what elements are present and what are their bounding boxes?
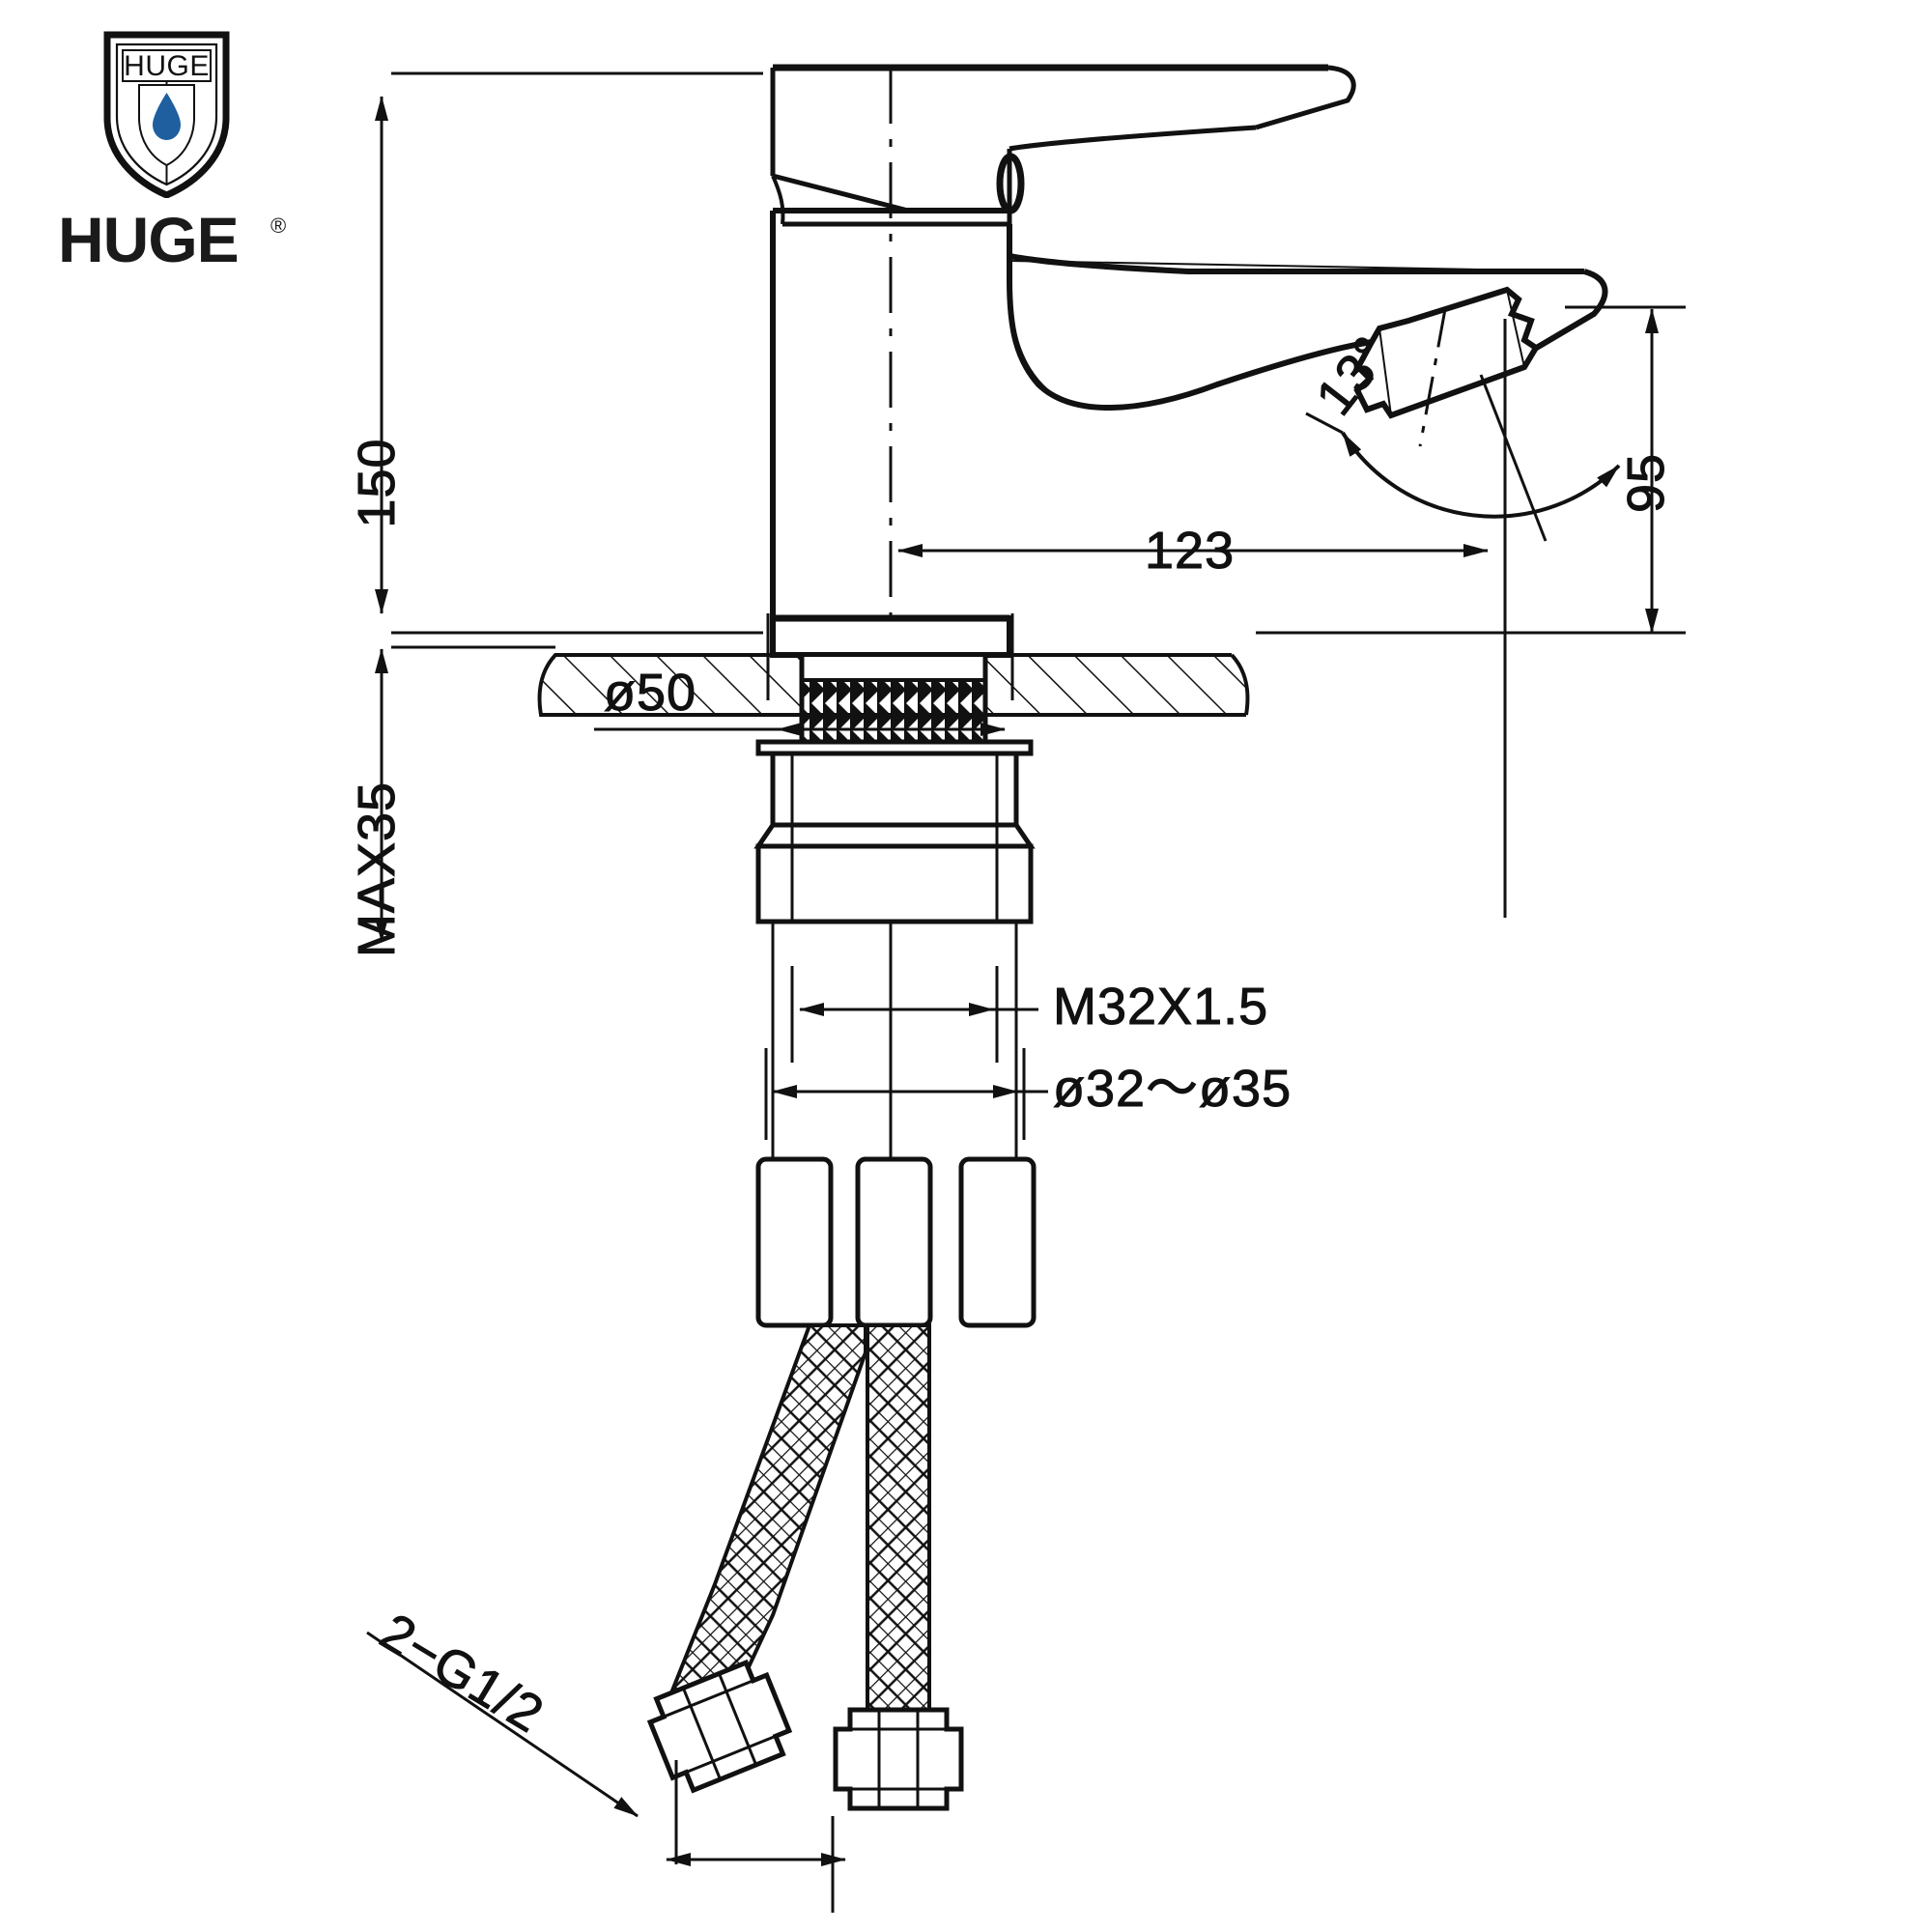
spout	[1007, 253, 1608, 411]
lever-handle	[770, 64, 1356, 227]
brand-logo: HUGE HUGE ®	[58, 29, 348, 309]
escutcheon-base	[770, 614, 1012, 658]
dimension-height-150	[375, 71, 763, 635]
dimension-label-2g12: 2−G1/2	[371, 1603, 554, 1745]
shield-icon: HUGE	[103, 31, 230, 198]
dimension-label-d50: ø50	[604, 664, 696, 722]
dimension-label-d32-d35: ø32～ø35	[1053, 1060, 1292, 1118]
svg-text:HUGE: HUGE	[58, 208, 239, 275]
brand-wordmark: HUGE ®	[58, 208, 286, 275]
shield-wordmark: HUGE	[124, 50, 210, 82]
hose-nuts	[646, 1659, 964, 1811]
dimension-label-150: 150	[348, 438, 406, 527]
dimension-base-d50	[594, 613, 1014, 736]
dimension-label-123: 123	[1145, 522, 1235, 580]
supply-prongs	[755, 922, 1037, 1328]
dimension-supply-g12	[366, 1631, 846, 1913]
mounting-nut	[753, 739, 1036, 924]
dimension-angle-13	[1305, 319, 1621, 918]
dimension-max35	[375, 645, 555, 943]
braided-hoses	[662, 1323, 931, 1732]
dimension-label-m32: M32X1.5	[1053, 978, 1268, 1036]
dimension-hole-d32	[764, 1048, 1048, 1140]
registered-symbol: ®	[270, 213, 286, 238]
faucet-body	[770, 208, 1012, 618]
water-droplet-icon	[153, 93, 181, 140]
dimension-thread-m32	[790, 966, 1038, 1063]
dimension-label-95: 95	[1617, 453, 1675, 513]
dimension-label-max35: MAX35	[348, 781, 406, 957]
dimension-height-95	[1256, 305, 1686, 635]
aerator	[1353, 286, 1541, 447]
